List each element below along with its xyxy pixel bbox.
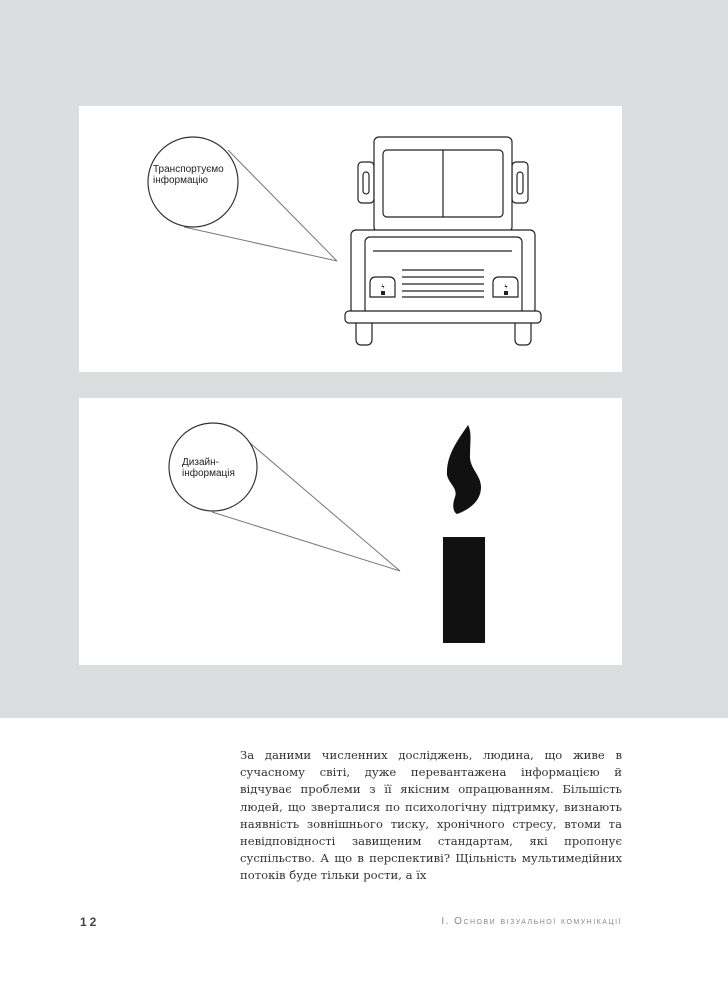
truck-magnifier <box>147 136 338 262</box>
truck-icon <box>344 136 542 346</box>
headlight-flame-icons <box>381 283 508 295</box>
candle-body <box>443 537 485 643</box>
caption-line: інформація <box>182 468 235 479</box>
candle-caption: Дизайн- інформація <box>182 457 235 479</box>
caption-line: Дизайн- <box>182 457 219 468</box>
illustrations <box>79 106 622 665</box>
candle-panel <box>79 398 622 665</box>
running-title: І. Основи візуальної комунікації <box>441 916 622 927</box>
page-number: 12 <box>80 915 100 929</box>
flame-icon <box>446 425 481 514</box>
candle-icon <box>443 425 485 643</box>
body-paragraph: За даними численних досліджень, людина, … <box>240 748 622 883</box>
truck-caption: Транспортуємо інформацію <box>153 164 224 186</box>
caption-line: Транспортуємо <box>153 164 224 175</box>
caption-line: інформацію <box>153 175 208 186</box>
candle-magnifier <box>168 422 401 572</box>
